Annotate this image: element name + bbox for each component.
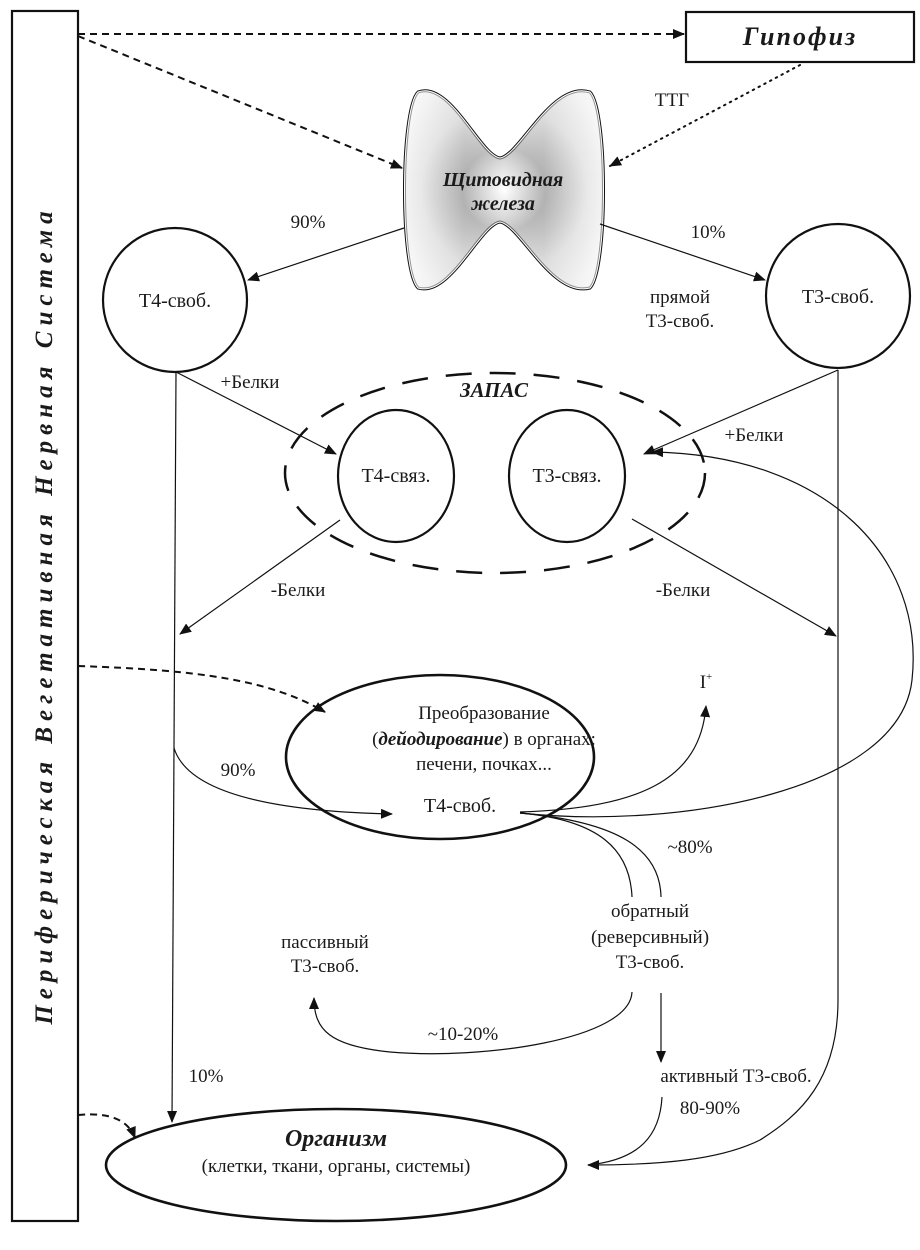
- pct-80-90-label: 80-90%: [680, 1098, 740, 1119]
- thyroid-label-line2: железа: [470, 193, 535, 215]
- arrow-conversion-to-t3-bound: [519, 447, 914, 818]
- t3-bound-node: [507, 408, 627, 544]
- arrow-t3-minus-proteins: [631, 518, 837, 637]
- organism-title: Организм: [285, 1126, 387, 1152]
- nervous-system-panel: [10, 9, 80, 1223]
- arrow-t3-to-organism: [587, 370, 839, 1170]
- thyroid-label-line1: Щитовидная: [442, 169, 563, 191]
- iodine-label: I+: [700, 671, 713, 693]
- direct-t3-label-line1: прямой: [650, 287, 710, 308]
- arrow-nervous-to-thyroid: [77, 35, 403, 169]
- nervous-system-label: Периферическая Вегетативная Нервная Сист…: [31, 205, 58, 1025]
- arrow-nervous-to-organism: [77, 1113, 136, 1139]
- pct-10-bottom-label: 10%: [189, 1066, 224, 1087]
- t3-free-label: Т3-своб.: [802, 286, 874, 308]
- organism-ellipse: [104, 1107, 568, 1223]
- arrow-t3-plus-proteins: [643, 369, 839, 455]
- arrow-to-passive-t3: [309, 991, 633, 1055]
- arrow-active-to-organism: [587, 1096, 663, 1166]
- arrow-nervous-to-conversion: [77, 665, 326, 713]
- active-t3-label: активный Т3-своб.: [660, 1066, 811, 1087]
- t3-bound-label: Т3-связ.: [532, 465, 601, 487]
- minus-proteins-right-label: -Белки: [656, 580, 711, 601]
- arrow-t4-plus-proteins: [175, 371, 337, 455]
- pct-10-20-label: ~10-20%: [428, 1024, 499, 1045]
- reverse-t3-line2: (реверсивный): [591, 927, 709, 948]
- t4-bound-node: [336, 408, 456, 544]
- reserve-ellipse: [283, 371, 707, 575]
- t3-free-node: [764, 222, 912, 370]
- t4-bound-label: Т4-связ.: [361, 465, 430, 487]
- t4-free-node: [101, 226, 249, 374]
- pct-10-t3-label: 10%: [691, 222, 726, 243]
- conversion-line1: Преобразование: [418, 703, 550, 724]
- arrow-to-iodine: [519, 705, 711, 813]
- arrow-thyroid-to-t4: [247, 227, 405, 282]
- curve-to-reverse-t3-b: [519, 812, 662, 898]
- conversion-line3: печени, почках...: [416, 754, 552, 775]
- arrow-t4-minus-proteins: [179, 519, 341, 635]
- reverse-t3-line3: Т3-своб.: [616, 952, 685, 973]
- conversion-line2: (дейодирование) в органах:: [372, 729, 596, 750]
- conversion-ellipse: [284, 673, 596, 841]
- arrow-thyroid-to-t3: [599, 223, 766, 282]
- arrow-tsh: [609, 64, 801, 167]
- pct-80-label: ~80%: [667, 837, 712, 858]
- pct-90-conversion-label: 90%: [221, 760, 256, 781]
- reserve-label: ЗАПАС: [459, 378, 529, 402]
- curve-to-reverse-t3-a: [519, 812, 633, 898]
- pituitary-label: Гипофиз: [742, 22, 857, 51]
- t4-free-label: Т4-своб.: [139, 290, 211, 312]
- pct-90-t4-label: 90%: [291, 212, 326, 233]
- arrow-t4-to-organism: [167, 371, 178, 1123]
- thyroid-gland: Щитовидная железа: [403, 89, 605, 291]
- tsh-label: ТТГ: [655, 90, 689, 111]
- passive-t3-line2: Т3-своб.: [291, 956, 360, 977]
- conversion-t4-label: Т4-своб.: [424, 795, 496, 817]
- reverse-t3-line1: обратный: [611, 901, 689, 922]
- plus-proteins-right-label: +Белки: [725, 425, 784, 446]
- minus-proteins-left-label: -Белки: [271, 580, 326, 601]
- pituitary-box: [684, 10, 916, 64]
- organism-subtitle: (клетки, ткани, органы, системы): [202, 1156, 471, 1177]
- direct-t3-label-line2: Т3-своб.: [646, 311, 715, 332]
- arrow-t4-to-conversion: [173, 747, 393, 819]
- plus-proteins-left-label: +Белки: [221, 372, 280, 393]
- passive-t3-line1: пассивный: [281, 932, 369, 953]
